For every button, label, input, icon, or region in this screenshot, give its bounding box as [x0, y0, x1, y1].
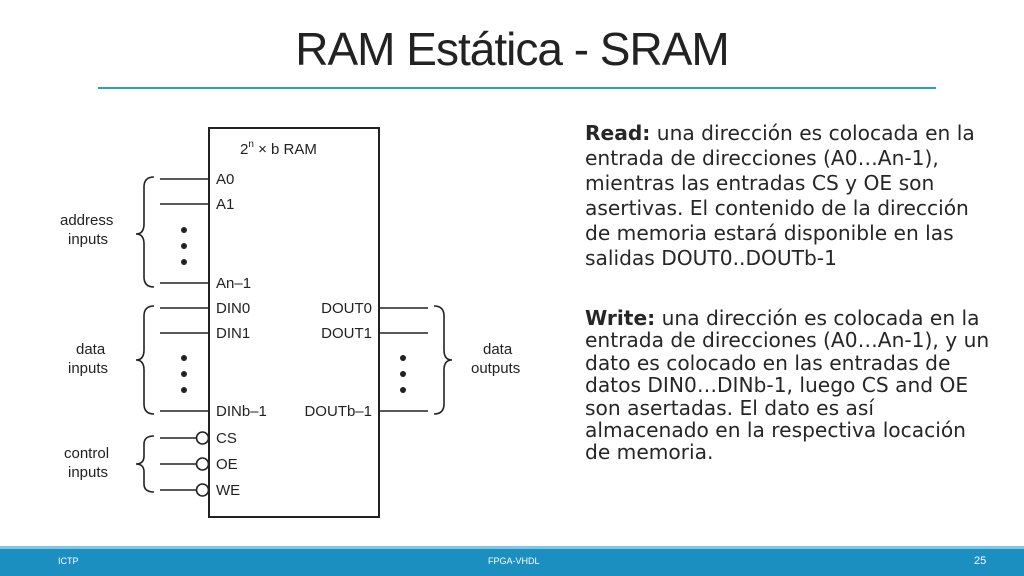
inversion-bubble-oe	[195, 457, 210, 471]
ellipsis-dot	[181, 243, 187, 249]
footer-accent-stripe	[0, 546, 1024, 549]
pin-label-a0: A0	[216, 171, 234, 188]
footer-left-text: ICTP	[58, 556, 79, 566]
ellipsis-dot	[400, 387, 406, 393]
control-brace-icon	[135, 435, 155, 493]
ram-chip-label-rest: × b RAM	[254, 141, 317, 158]
ellipsis-dot	[400, 355, 406, 361]
data-input-group-label-line2: inputs	[68, 360, 108, 377]
pin-label-we: WE	[216, 482, 240, 499]
inversion-bubble-cs	[195, 431, 210, 445]
write-label: Write:	[585, 306, 656, 330]
pin-label-an1: An–1	[216, 275, 251, 292]
ellipsis-dot	[181, 355, 187, 361]
slide-title: RAM Estática - SRAM	[295, 23, 729, 75]
ellipsis-dot	[400, 371, 406, 377]
pin-label-dout0: DOUT0	[321, 300, 372, 317]
footer-center-text: FPGA-VHDL	[488, 556, 540, 566]
pin-label-dinb1: DINb–1	[216, 403, 267, 420]
pin-label-a1: A1	[216, 196, 234, 213]
read-label: Read:	[585, 121, 651, 145]
inversion-bubble-we	[195, 483, 210, 497]
pin-label-cs: CS	[216, 430, 237, 447]
control-group-label-line1: control	[64, 445, 109, 462]
address-group-label-line2: inputs	[68, 231, 108, 248]
ram-chip-body	[208, 127, 380, 518]
data-input-brace-icon	[135, 305, 155, 415]
pin-label-din1: DIN1	[216, 325, 250, 342]
pin-label-oe: OE	[216, 456, 238, 473]
pin-label-din0: DIN0	[216, 300, 250, 317]
data-output-group-label-line2: outputs	[471, 360, 520, 377]
title-divider	[98, 87, 936, 89]
ellipsis-dot	[181, 387, 187, 393]
address-group-label-line1: address	[60, 212, 113, 229]
description-panel: Read: una dirección es colocada en la en…	[585, 121, 990, 464]
control-group-label-line2: inputs	[68, 464, 108, 481]
page-number: 25	[974, 555, 987, 567]
ellipsis-dot	[181, 227, 187, 233]
pin-label-dout1: DOUT1	[321, 325, 372, 342]
data-input-group-label-line1: data	[76, 341, 106, 358]
data-output-group-label-line1: data	[483, 341, 513, 358]
ram-chip-label: 2n × b RAM	[240, 139, 317, 158]
read-paragraph: Read: una dirección es colocada en la en…	[585, 121, 990, 271]
write-body: una dirección es colocada en la entrada …	[585, 306, 990, 465]
write-paragraph: Write: una dirección es colocada en la e…	[585, 307, 990, 464]
address-brace-icon	[135, 176, 155, 288]
slide-footer: ICTP FPGA-VHDL 25	[0, 549, 1024, 576]
ellipsis-dot	[181, 371, 187, 377]
read-body: una dirección es colocada en la entrada …	[585, 121, 975, 270]
pin-label-doutb1: DOUTb–1	[304, 403, 372, 420]
sram-block-diagram: 2n × b RAM A0 A1 An–1 address inputs DIN…	[60, 127, 520, 518]
ram-chip-label-base: 2	[240, 141, 248, 158]
ellipsis-dot	[181, 259, 187, 265]
ram-chip-label-exp: n	[248, 139, 254, 150]
data-output-brace-icon	[433, 305, 453, 415]
